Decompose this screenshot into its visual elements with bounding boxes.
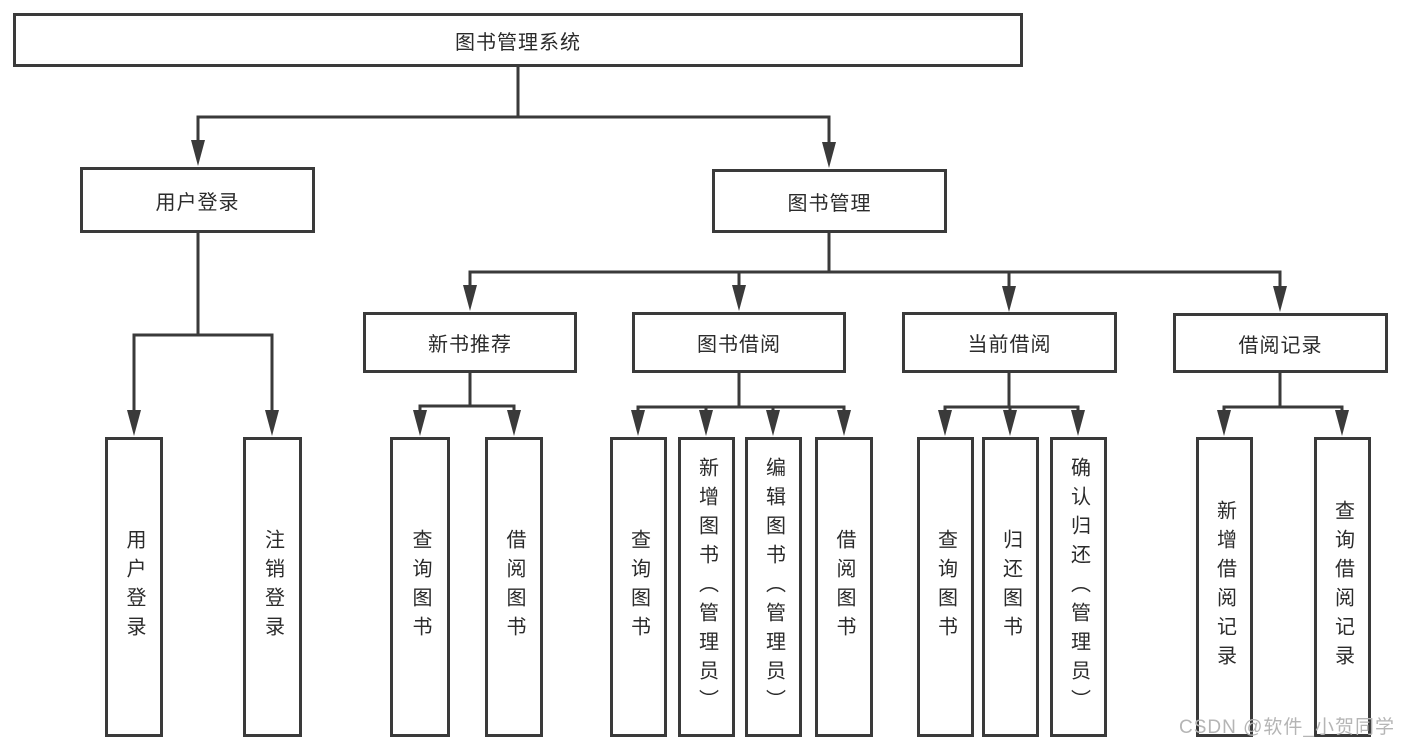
leaf-logout: 注销登录 [243,437,302,737]
leaf-query-borrow-record: 查询借阅记录 [1314,437,1371,737]
leaf-query-books-current: 查询图书 [917,437,974,737]
leaf-borrow-books-recommend: 借阅图书 [485,437,543,737]
leaf-return-books: 归还图书 [982,437,1039,737]
leaf-borrow-books-borrowing: 借阅图书 [815,437,873,737]
leaf-user-login: 用户登录 [105,437,163,737]
leaf-add-book-admin: 新增图书（管理员） [678,437,735,737]
leaf-confirm-return-admin: 确认归还（管理员） [1050,437,1107,737]
leaf-edit-book-admin: 编辑图书（管理员） [745,437,802,737]
node-user-login: 用户登录 [80,167,315,233]
leaf-query-books-recommend: 查询图书 [390,437,450,737]
node-library-management-system: 图书管理系统 [13,13,1023,67]
node-borrowing-records: 借阅记录 [1173,313,1388,373]
node-current-borrowing: 当前借阅 [902,312,1117,373]
node-book-management: 图书管理 [712,169,947,233]
csdn-watermark: CSDN @软件_小贺同学 [1179,717,1395,738]
leaf-add-borrow-record: 新增借阅记录 [1196,437,1253,737]
node-book-borrowing: 图书借阅 [632,312,846,373]
node-new-book-recommendation: 新书推荐 [363,312,577,373]
leaf-query-books-borrowing: 查询图书 [610,437,667,737]
